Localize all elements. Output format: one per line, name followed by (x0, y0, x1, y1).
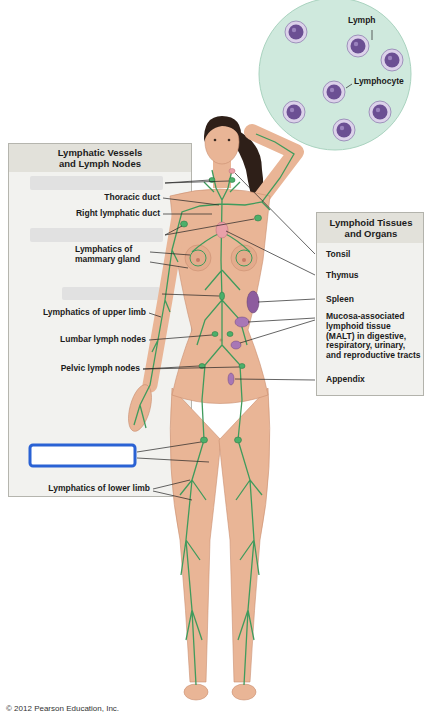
blank-answer-box (30, 445, 135, 466)
cell-nucleus (351, 39, 366, 54)
lymphocyte-cell (283, 101, 305, 123)
cell-nucleus (385, 53, 400, 68)
blank-label-box (30, 176, 163, 190)
nucleus-highlight (354, 42, 358, 46)
panel-header-band (9, 144, 191, 172)
left-leg (170, 388, 221, 682)
copyright-note: © 2012 Pearson Education, Inc. (6, 704, 119, 713)
lymphocyte-cell (323, 81, 345, 103)
hand (124, 382, 156, 434)
cell-nucleus (287, 105, 302, 120)
lymph-node (220, 292, 225, 300)
foot (232, 684, 256, 700)
raised-arm (252, 132, 296, 202)
cell-body (283, 101, 305, 123)
part-label: Lymphatics of mammary gland (75, 245, 155, 265)
cell-body (323, 81, 345, 103)
cell-body (381, 49, 403, 71)
eye (214, 139, 217, 142)
mammary-lymphatics (236, 250, 252, 266)
part-label: Thymus (326, 271, 421, 281)
tonsil (229, 169, 235, 174)
malt-patch (235, 317, 249, 327)
lymphocyte-cell (333, 119, 355, 141)
cell-body (285, 21, 307, 43)
part-label: Lumbar lymph nodes (60, 335, 146, 345)
nucleus-highlight (340, 126, 344, 130)
blank-label-box (30, 228, 163, 242)
appendix (228, 373, 234, 385)
breast (231, 245, 257, 271)
nucleus-highlight (376, 108, 380, 112)
nucleus-highlight (290, 108, 294, 112)
part-label: Lymphatics of upper limb (43, 308, 146, 318)
leader-lines (137, 173, 315, 500)
part-label: Tonsil (326, 250, 421, 260)
cell-body (347, 35, 369, 57)
lymph-node (212, 332, 218, 337)
hair (204, 116, 241, 142)
lymph-node (201, 437, 208, 443)
torso (170, 189, 270, 404)
cell-body (369, 101, 391, 123)
nipple (196, 258, 200, 262)
part-label: Pelvic lymph nodes (61, 364, 140, 374)
cell-nucleus (373, 105, 388, 120)
cell-body (333, 119, 355, 141)
inset-label: Lymphocyte (354, 77, 404, 87)
nucleus-highlight (292, 28, 296, 32)
lymphocyte-cell (285, 21, 307, 43)
lymph-node (235, 437, 242, 443)
nucleus-highlight (388, 56, 392, 60)
leader-line (372, 30, 373, 40)
inset-circle-outline (258, 0, 412, 151)
part-label: Lymphatics of lower limb (48, 484, 150, 494)
cell-nucleus (327, 85, 342, 100)
lymph-nodes (181, 178, 262, 444)
lymphocyte-cell (369, 101, 391, 123)
lymph-fluid (259, 0, 411, 150)
legend-panel: Lymphoid Tissues and OrgansTonsilThymusS… (316, 212, 424, 396)
lymph-node (239, 364, 245, 369)
part-label: Right lymphatic duct (76, 209, 160, 219)
foot (184, 684, 208, 700)
lymph-node (229, 178, 235, 183)
panel-ground (9, 144, 192, 497)
lymph-node (227, 332, 233, 337)
malt-patch (231, 341, 241, 349)
lymphocyte-cell (381, 49, 403, 71)
eye (228, 139, 231, 142)
lymphocyte-cell (347, 35, 369, 57)
mammary-lymphatics (190, 250, 206, 266)
lymph-node (255, 215, 262, 221)
part-label: Thoracic duct (104, 193, 160, 203)
part-label: Spleen (326, 295, 421, 305)
inset-label: Lymph (348, 16, 376, 26)
panel-heading: Lymphoid Tissues and Organs (323, 218, 419, 240)
right-leg (219, 388, 270, 682)
nucleus-highlight (330, 88, 334, 92)
lymph-inset-circle: LymphLymphocyte (258, 0, 412, 151)
part-label: Mucosa-associated lymphoid tissue (MALT)… (326, 312, 421, 361)
legend-panel: Lymphatic Vessels and Lymph NodesThoraci… (8, 143, 192, 497)
breast (185, 245, 211, 271)
panel-heading: Lymphatic Vessels and Lymph Nodes (50, 148, 150, 170)
spleen (247, 291, 259, 313)
part-label: Appendix (326, 375, 421, 385)
nipple (242, 258, 246, 262)
cell-nucleus (289, 25, 304, 40)
leader-line (346, 84, 352, 88)
cell-nucleus (337, 123, 352, 138)
blank-label-box (62, 287, 160, 300)
